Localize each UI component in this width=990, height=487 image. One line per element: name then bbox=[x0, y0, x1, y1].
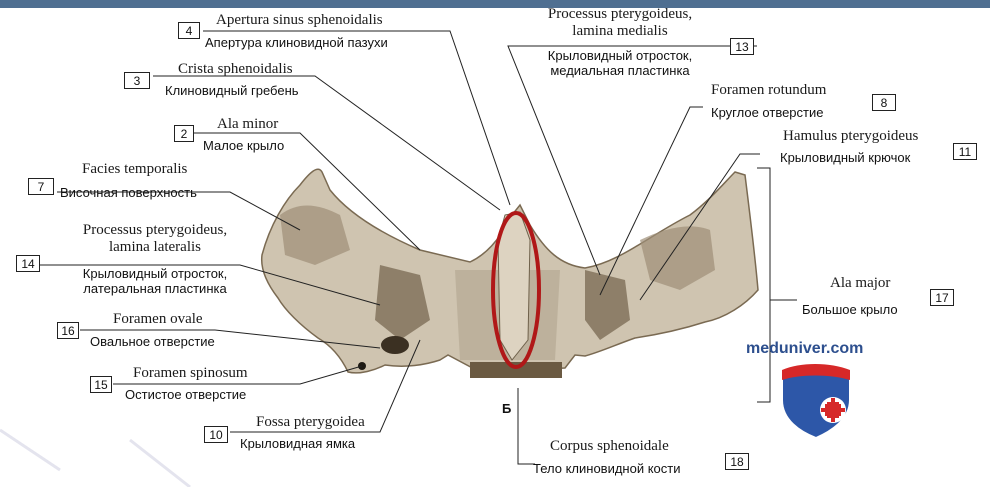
label-russian-ala-minor: Малое крыло bbox=[203, 138, 284, 153]
label-russian-lamina-medialis-2: медиальная пластинка bbox=[515, 63, 725, 78]
corpus-base bbox=[470, 362, 562, 378]
label-russian-lamina-medialis-1: Крыловидный отросток, bbox=[515, 48, 725, 63]
label-russian-apertura: Апертура клиновидной пазухи bbox=[205, 35, 388, 50]
label-latin-lamina-medialis-1: Processus pterygoideus, bbox=[520, 6, 720, 23]
label-latin-lamina-lateralis-1: Processus pterygoideus, bbox=[55, 222, 255, 239]
label-latin-ovale: Foramen ovale bbox=[113, 311, 203, 328]
label-latin-spinosum: Foramen spinosum bbox=[133, 365, 248, 382]
label-latin-ala-major: Ala major bbox=[830, 275, 890, 292]
label-russian-spinosum: Остистое отверстие bbox=[125, 387, 246, 402]
label-number-4: 4 bbox=[178, 22, 200, 39]
label-number-18: 18 bbox=[725, 453, 749, 470]
label-latin-hamulus: Hamulus pterygoideus bbox=[783, 128, 918, 145]
label-russian-crista: Клиновидный гребень bbox=[165, 83, 299, 98]
label-russian-lamina-lateralis-2: латеральная пластинка bbox=[50, 281, 260, 296]
label-russian-fossa: Крыловидная ямка bbox=[240, 436, 355, 451]
label-russian-hamulus: Крыловидный крючок bbox=[780, 150, 910, 165]
label-number-3: 3 bbox=[124, 72, 150, 89]
meduniver-logo bbox=[782, 364, 850, 438]
foramen-ovale-shape bbox=[381, 336, 409, 354]
watermark-text: meduniver.com bbox=[746, 340, 863, 358]
label-latin-fossa: Fossa pterygoidea bbox=[256, 414, 365, 431]
label-number-14: 14 bbox=[16, 255, 40, 272]
label-russian-ala-major: Большое крыло bbox=[802, 302, 898, 317]
label-russian-corpus: Тело клиновидной кости bbox=[533, 461, 681, 476]
label-russian-lamina-lateralis-1: Крыловидный отросток, bbox=[50, 266, 260, 281]
label-number-17: 17 bbox=[930, 289, 954, 306]
label-number-16: 16 bbox=[57, 322, 79, 339]
label-number-13: 13 bbox=[730, 38, 754, 55]
label-latin-facies: Facies temporalis bbox=[82, 161, 187, 178]
label-russian-ovale: Овальное отверстие bbox=[90, 334, 215, 349]
figure-letter: Б bbox=[502, 401, 511, 416]
label-latin-lamina-lateralis-2: lamina lateralis bbox=[55, 239, 255, 256]
label-number-8: 8 bbox=[872, 94, 896, 111]
label-number-10: 10 bbox=[204, 426, 228, 443]
label-latin-corpus: Corpus sphenoidale bbox=[550, 438, 669, 455]
label-latin-crista: Crista sphenoidalis bbox=[178, 61, 293, 78]
label-latin-ala-minor: Ala minor bbox=[217, 116, 278, 133]
label-russian-facies: Височная поверхность bbox=[60, 185, 197, 200]
label-latin-apertura: Apertura sinus sphenoidalis bbox=[216, 12, 383, 29]
label-latin-rotundum: Foramen rotundum bbox=[711, 82, 826, 99]
label-latin-lamina-medialis-2: lamina medialis bbox=[520, 23, 720, 40]
label-number-7: 7 bbox=[28, 178, 54, 195]
label-number-15: 15 bbox=[90, 376, 112, 393]
label-number-2: 2 bbox=[174, 125, 194, 142]
label-number-11: 11 bbox=[953, 143, 977, 160]
label-russian-rotundum: Круглое отверстие bbox=[711, 105, 823, 120]
